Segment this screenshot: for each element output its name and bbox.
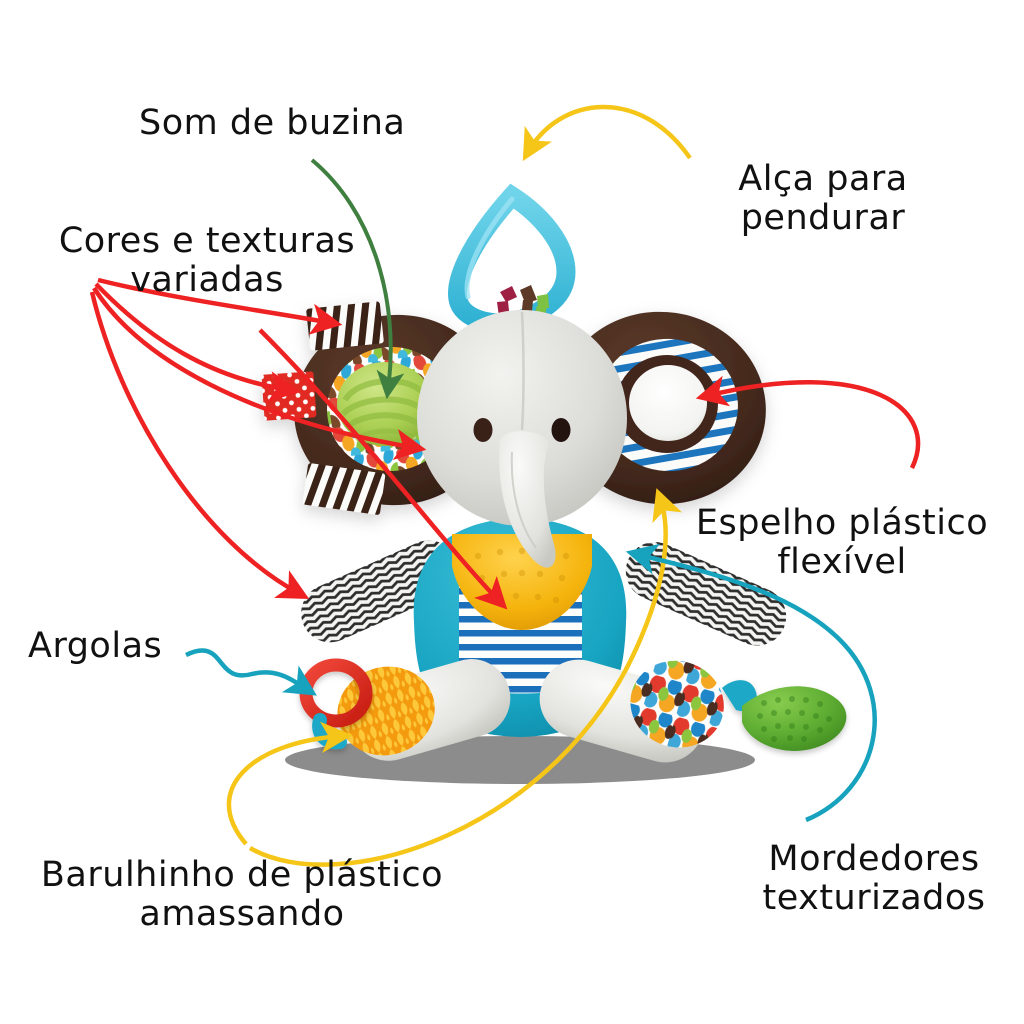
annotation-espelho-plastico-flexivel: Espelho plástico flexível [695, 503, 989, 583]
hanging-handle [448, 183, 576, 333]
leaf-teether [722, 680, 847, 751]
annotation-cores-e-texturas-variadas: Cores e texturas variadas [58, 221, 356, 301]
plastic-mirror [629, 365, 707, 441]
head [417, 310, 627, 568]
polka-dot-tag [261, 371, 317, 421]
right-eye [551, 418, 571, 442]
annotation-barulhinho-de-plastico-amassando: Barulhinho de plástico amassando [40, 855, 444, 935]
annotation-alca-para-pendurar: Alça para pendurar [738, 159, 908, 239]
annotation-argolas: Argolas [28, 626, 163, 666]
annotation-som-de-buzina: Som de buzina [139, 103, 406, 143]
left-eye [473, 418, 493, 442]
annotation-mordedores-texturizados: Mordedores texturizados [762, 839, 986, 919]
